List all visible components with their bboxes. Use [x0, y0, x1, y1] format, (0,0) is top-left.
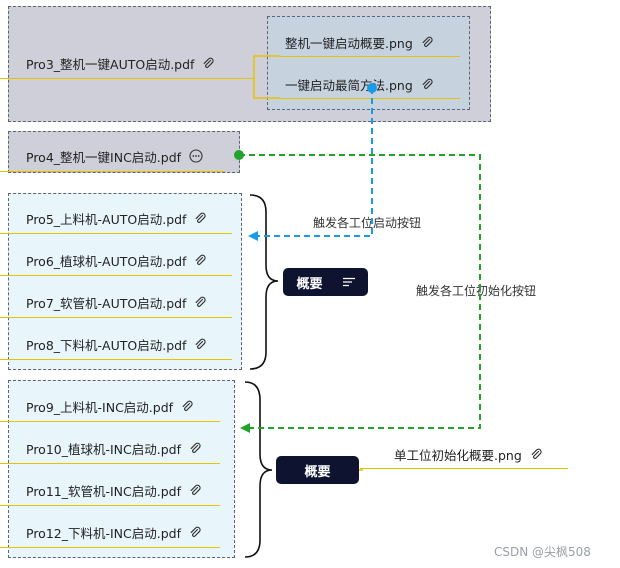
blue-relation-arrow	[248, 231, 258, 241]
node-pro9-label: Pro9_上料机-INC启动.pdf	[26, 399, 174, 415]
node-pro4-label: Pro4_整机一键INC启动.pdf	[26, 149, 182, 165]
node-pro9[interactable]: Pro9_上料机-INC启动.pdf	[26, 395, 193, 417]
inc-underline-1	[0, 421, 220, 422]
node-pro3[interactable]: Pro3_整机一键AUTO启动.pdf	[26, 52, 215, 74]
paperclip-icon	[421, 78, 433, 90]
green-relation-line	[239, 154, 481, 429]
node-pro4[interactable]: Pro4_整机一键INC启动.pdf	[26, 145, 203, 167]
node-pro12[interactable]: Pro12_下料机-INC启动.pdf	[26, 521, 201, 543]
node-pro3-child-2[interactable]: 一键启动最简方法.png	[285, 73, 433, 95]
watermark: CSDN @尖枫508	[494, 545, 591, 559]
pro3-bracket	[253, 55, 280, 99]
node-pro7-label: Pro7_软管机-AUTO启动.pdf	[26, 295, 187, 311]
auto-underline-2	[0, 275, 232, 276]
pro3-child-underline-1	[280, 56, 460, 57]
node-pro3-child-2-label: 一键启动最简方法.png	[285, 77, 413, 93]
more-icon[interactable]	[189, 149, 203, 163]
summary-inc-label: 概要	[304, 464, 331, 480]
menu-lines-icon	[342, 277, 355, 287]
auto-underline-1	[0, 233, 232, 234]
relation-blue-label: 触发各工位启动按钮	[313, 216, 422, 230]
node-pro11[interactable]: Pro11_软管机-INC启动.pdf	[26, 479, 201, 501]
inc-brace	[244, 381, 273, 558]
paperclip-icon	[530, 448, 542, 460]
paperclip-icon	[189, 526, 201, 538]
node-pro8[interactable]: Pro8_下料机-AUTO启动.pdf	[26, 333, 207, 355]
paperclip-icon	[202, 57, 215, 69]
node-pro5[interactable]: Pro5_上料机-AUTO启动.pdf	[26, 207, 207, 229]
node-pro7[interactable]: Pro7_软管机-AUTO启动.pdf	[26, 291, 207, 313]
pro4-underline	[0, 171, 225, 172]
paperclip-icon	[189, 442, 201, 454]
inc-summary-connector	[359, 468, 363, 471]
node-pro12-label: Pro12_下料机-INC启动.pdf	[26, 525, 182, 541]
node-inc-summary-child-label: 单工位初始化概要.png	[394, 447, 522, 463]
inc-underline-3	[0, 505, 220, 506]
inc-summary-child-underline	[360, 468, 568, 469]
node-pro10-label: Pro10_植球机-INC启动.pdf	[26, 441, 182, 457]
green-relation-arrow	[240, 423, 250, 433]
node-pro11-label: Pro11_软管机-INC启动.pdf	[26, 483, 182, 499]
blue-relation-line	[256, 88, 373, 237]
inc-underline-2	[0, 463, 220, 464]
node-pro6[interactable]: Pro6_植球机-AUTO启动.pdf	[26, 249, 207, 271]
summary-auto[interactable]: 概要	[283, 268, 368, 296]
summary-auto-label: 概要	[296, 276, 323, 292]
relation-green-label: 触发各工位初始化按钮	[416, 284, 537, 298]
node-pro8-label: Pro8_下料机-AUTO启动.pdf	[26, 337, 187, 353]
paperclip-icon	[194, 212, 207, 224]
paperclip-icon	[421, 36, 433, 48]
pro3-child-underline-2	[280, 98, 460, 99]
auto-underline-4	[0, 359, 232, 360]
pro3-underline	[0, 78, 254, 79]
node-pro5-label: Pro5_上料机-AUTO启动.pdf	[26, 211, 187, 227]
paperclip-icon	[194, 296, 207, 308]
node-inc-summary-child[interactable]: 单工位初始化概要.png	[394, 443, 542, 465]
inc-group-container	[8, 380, 235, 558]
node-pro3-child-1-label: 整机一键启动概要.png	[285, 35, 413, 51]
paperclip-icon	[194, 254, 207, 266]
auto-brace	[249, 194, 279, 370]
pro3-children-container	[267, 16, 470, 110]
inc-underline-4	[0, 547, 220, 548]
node-pro10[interactable]: Pro10_植球机-INC启动.pdf	[26, 437, 201, 459]
pro4-container	[8, 131, 240, 173]
auto-underline-3	[0, 317, 232, 318]
node-pro3-child-1[interactable]: 整机一键启动概要.png	[285, 31, 433, 53]
summary-inc[interactable]: 概要	[276, 456, 359, 484]
auto-group-container	[8, 193, 242, 370]
node-pro6-label: Pro6_植球机-AUTO启动.pdf	[26, 253, 187, 269]
paperclip-icon	[189, 484, 201, 496]
paperclip-icon	[181, 400, 193, 412]
node-pro3-label: Pro3_整机一键AUTO启动.pdf	[26, 56, 195, 72]
paperclip-icon	[194, 338, 207, 350]
